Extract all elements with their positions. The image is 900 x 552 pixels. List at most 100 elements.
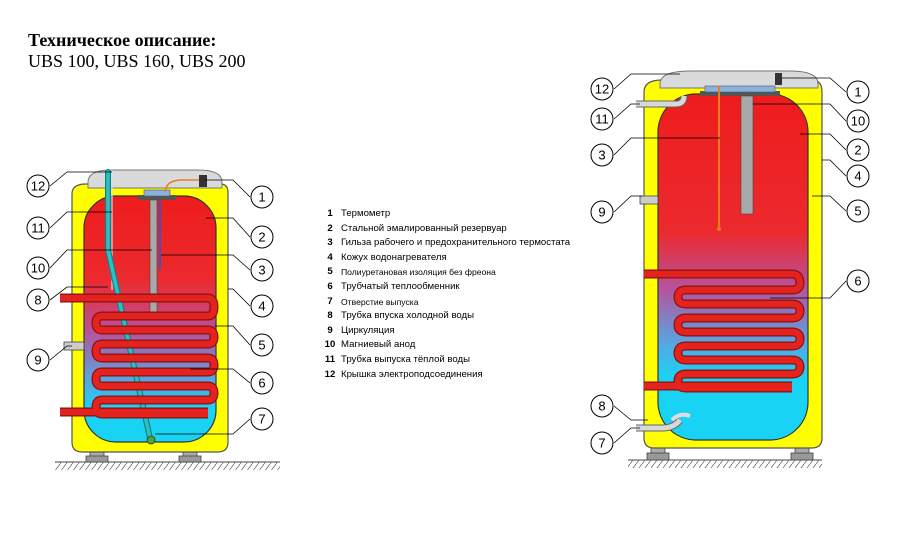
parts-legend: 1 Термометр 2 Стальной эмалированный резерв… (320, 207, 610, 382)
legend-text: Полиуретановая изоляция без фреона (341, 267, 496, 278)
thermometer (164, 179, 201, 193)
model-list: UBS 100, UBS 160, UBS 200 (28, 51, 246, 71)
legend-number: 9 (327, 324, 333, 336)
callout-label: 1 (258, 190, 265, 205)
foot (85, 450, 109, 463)
callout-label: 3 (598, 148, 605, 163)
callout-label: 2 (258, 230, 265, 245)
callout-label: 12 (595, 82, 609, 97)
callout-label: 10 (31, 261, 45, 276)
callout-1: 1 (846, 80, 870, 104)
callout-10: 10 (26, 256, 50, 280)
ground-hatch (628, 460, 822, 468)
legend-item: 7 Отверстие выпуска (320, 295, 610, 310)
legend-item: 11 Трубка выпуска тёплой воды (320, 353, 610, 368)
document-title: Техническое описание: (28, 30, 217, 50)
legend-text: Термометр (341, 208, 391, 219)
callout-4: 4 (250, 294, 274, 318)
legend-text: Отверстие выпуска (341, 296, 419, 307)
circulation-port (63, 341, 85, 351)
foot (790, 446, 814, 461)
callout-12: 12 (590, 77, 614, 101)
callout-11: 11 (590, 107, 614, 131)
callout-label: 4 (258, 299, 265, 314)
callout-label: 12 (31, 179, 45, 194)
legend-number: 5 (327, 266, 333, 278)
callout-4: 4 (846, 164, 870, 188)
drain-outlet (670, 412, 691, 422)
legend-item: 2 Стальной эмалированный резервуар (320, 222, 610, 237)
legend-text: Циркуляция (341, 324, 395, 336)
callout-12: 12 (26, 174, 50, 198)
callout-label: 11 (595, 112, 609, 127)
legend-text: Магниевый анод (341, 339, 416, 351)
legend-text: Трубка выпуска тёплой воды (341, 353, 471, 365)
boiler-right: 12 11 3 9 8 7 1 10 2 4 5 6 (590, 70, 870, 468)
callout-9: 9 (26, 348, 50, 372)
magnesium-anode (740, 95, 754, 215)
callout-label: 7 (258, 412, 265, 427)
legend-number: 11 (324, 353, 336, 365)
legend-text: Гильза рабочего и предохранительного тер… (341, 237, 571, 249)
heat-exchanger-coil (60, 293, 219, 419)
foot (646, 446, 670, 461)
callout-label: 6 (854, 274, 861, 289)
legend-number: 8 (327, 310, 333, 322)
flange (138, 195, 176, 200)
callout-label: 2 (854, 143, 861, 158)
callout-6: 6 (846, 269, 870, 293)
callout-5: 5 (846, 199, 870, 223)
flange (700, 91, 780, 96)
callout-8: 8 (26, 288, 50, 312)
callout-label: 4 (854, 169, 861, 184)
callout-5: 5 (250, 333, 274, 357)
ground-hatch (55, 462, 280, 470)
callout-11: 11 (26, 216, 50, 240)
legend-item: 12 Крышка электроподсоединения (320, 368, 610, 383)
legend-number: 3 (327, 237, 333, 249)
callout-3: 3 (250, 258, 274, 282)
legend-number: 1 (327, 208, 333, 219)
legend-number: 4 (327, 251, 333, 263)
boiler-left: 12 11 10 8 9 1 2 3 4 5 6 7 (26, 169, 280, 470)
legend-number: 7 (327, 295, 333, 307)
callout-2: 2 (846, 138, 870, 162)
callout-9: 9 (590, 200, 614, 224)
callout-6: 6 (250, 371, 274, 395)
callout-label: 10 (851, 114, 865, 129)
callout-10: 10 (846, 109, 870, 133)
top-cover (659, 70, 819, 89)
callout-label: 9 (598, 205, 605, 220)
legend-text: Кожух водонагревателя (341, 251, 447, 263)
callout-label: 5 (854, 204, 861, 219)
legend-text: Трубчатый теплообменник (341, 280, 460, 292)
legend-number: 6 (327, 280, 333, 292)
callout-label: 11 (31, 221, 45, 236)
legend-item: 1 Термометр (320, 207, 610, 222)
callout-label: 9 (34, 353, 41, 368)
callout-label: 5 (258, 338, 265, 353)
callout-label: 8 (598, 399, 605, 414)
callout-label: 8 (34, 293, 41, 308)
callout-2: 2 (250, 225, 274, 249)
callout-label: 7 (598, 436, 605, 451)
foot (178, 450, 202, 463)
callout-1: 1 (250, 185, 274, 209)
callout-8: 8 (590, 394, 614, 418)
top-cover (87, 169, 223, 189)
legend-item: 5 Полиуретановая изоляция без фреона (320, 265, 610, 280)
callout-leaders (49, 171, 251, 435)
legend-text: Крышка электроподсоединения (341, 368, 483, 380)
callout-label: 1 (854, 85, 861, 100)
legend-text: Трубка впуска холодной воды (341, 310, 475, 322)
callout-7: 7 (250, 407, 274, 431)
title-block: Техническое описание: UBS 100, UBS 160, … (28, 30, 246, 72)
legend-number: 12 (324, 368, 336, 380)
legend-item: 8 Трубка впуска холодной воды (320, 309, 610, 324)
legend-number: 2 (327, 222, 333, 234)
callout-7: 7 (590, 431, 614, 455)
legend-text: Стальной эмалированный резервуар (341, 222, 507, 234)
circulation-port (639, 195, 659, 205)
